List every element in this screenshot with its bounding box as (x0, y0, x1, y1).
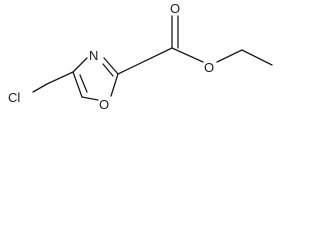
atom-label-ester-oxygen: O (204, 60, 214, 75)
chemical-structure-diagram: Cl N O O O (8, 1, 273, 112)
bond-lines (32, 15, 273, 101)
atom-label-ring-oxygen: O (99, 97, 109, 112)
bond-c2-o1 (110, 73, 119, 97)
bond-n3-c2-double (102, 63, 114, 77)
atom-label-ring-nitrogen: N (89, 48, 98, 63)
bond-c5-c4-double (79, 74, 88, 93)
bond-n3-c2 (103, 57, 119, 75)
bond-ch2-ch3 (241, 49, 273, 66)
atom-labels: Cl N O O O (8, 1, 214, 112)
bond-c4-n3 (72, 57, 88, 73)
bond-carbonyl-ester-o (171, 47, 204, 63)
atom-label-carbonyl-oxygen: O (170, 1, 180, 16)
bond-c2-carbonyl (117, 47, 173, 75)
bond-o1-c5 (81, 96, 99, 101)
bond-ch2-c4 (46, 71, 74, 85)
bond-ester-o-ch2 (216, 49, 243, 63)
atom-label-chlorine: Cl (8, 90, 20, 105)
bond-c5-c4 (72, 71, 83, 98)
bond-cl-ch2 (32, 83, 48, 93)
